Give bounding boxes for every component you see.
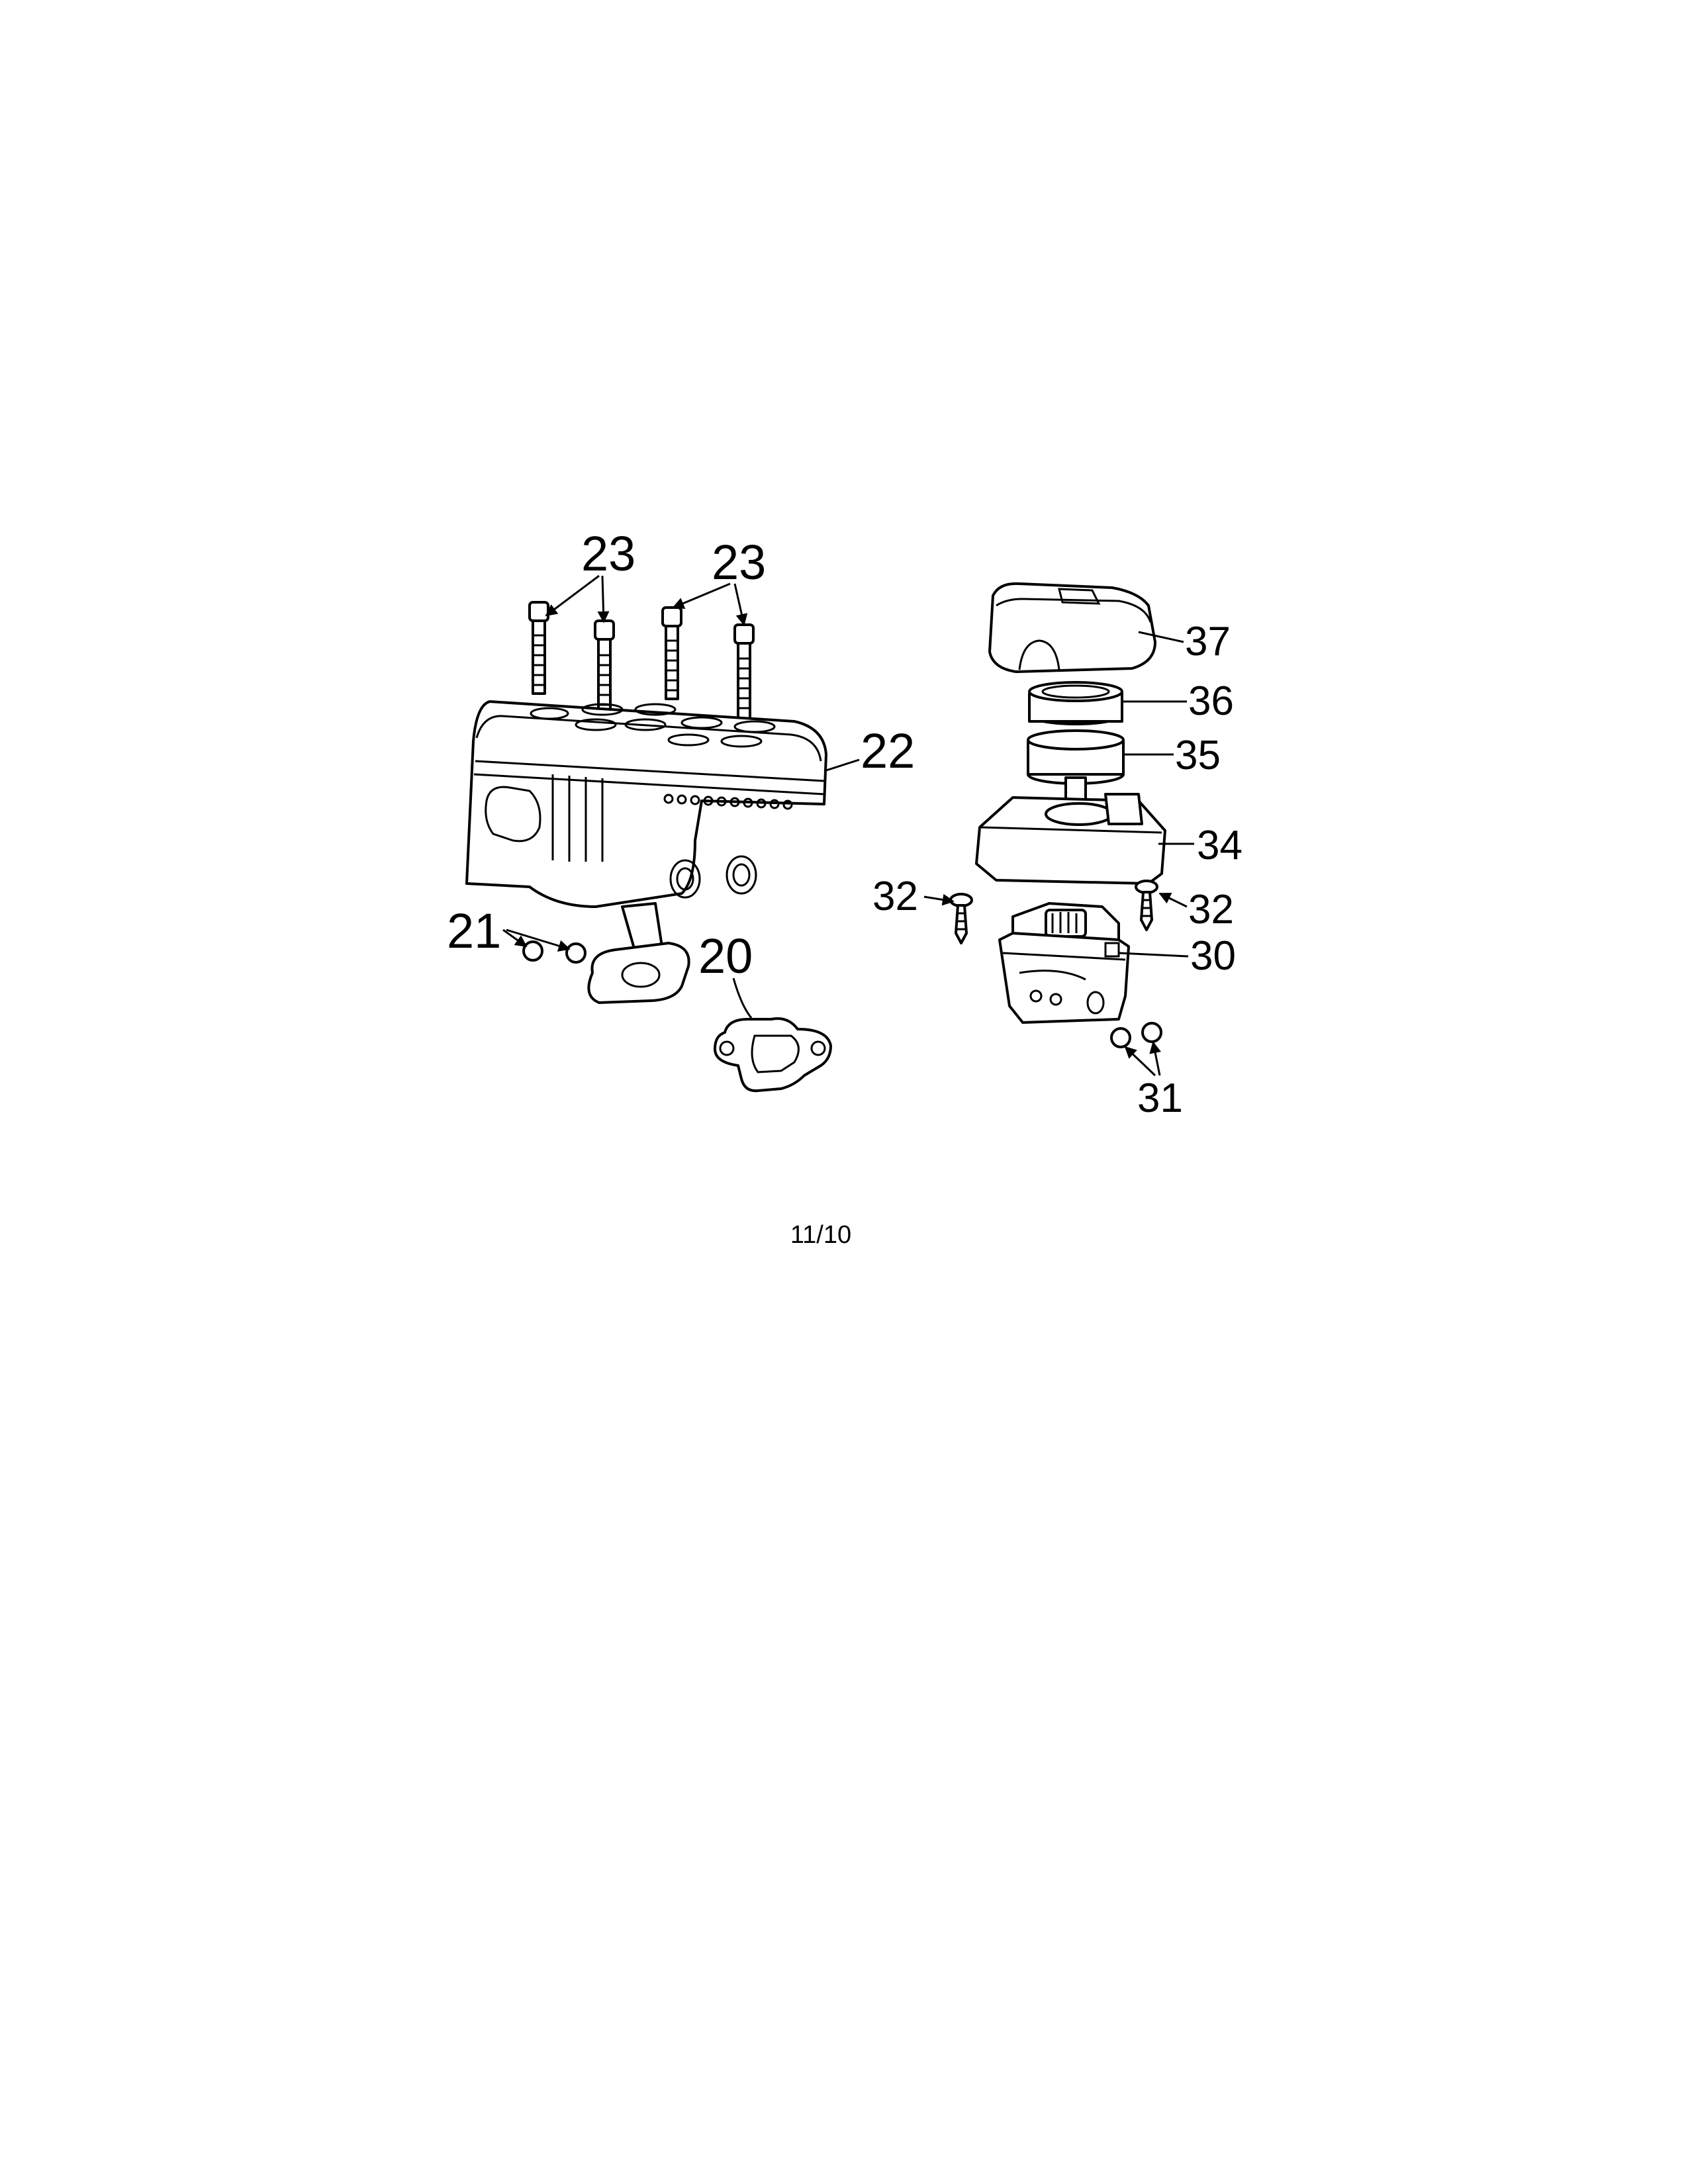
callout-20: 20: [698, 929, 753, 983]
callout-36: 36: [1188, 678, 1234, 724]
filter-housing-30: [998, 902, 1130, 1024]
screw-32-right: [1135, 880, 1158, 931]
nuts-21: [522, 940, 586, 964]
bolt-23-d: [733, 623, 755, 727]
callout-32-left: 32: [872, 874, 918, 919]
gasket-20: [714, 1017, 832, 1093]
callout-34: 34: [1197, 823, 1243, 868]
leader-lines: [502, 574, 1194, 1077]
callout-31: 31: [1137, 1075, 1183, 1121]
page-number: 11/10: [790, 1221, 852, 1249]
bolt-23-b: [594, 619, 615, 723]
nuts-31: [1110, 1022, 1162, 1048]
muffler-guard-22: [465, 700, 827, 1004]
callout-21: 21: [447, 903, 501, 958]
air-filter-cover-37: [988, 582, 1156, 673]
bolt-23-a: [528, 601, 549, 695]
screw-32-left: [949, 893, 973, 944]
callout-32-right: 32: [1188, 887, 1234, 933]
filter-element-35: [1027, 729, 1125, 785]
callout-23-right: 23: [712, 535, 766, 590]
filter-element-36: [1028, 681, 1123, 725]
callout-labels: 23 23 37 36 35 22 34 32 32 21 20 30 31: [447, 526, 1243, 1121]
callout-30: 30: [1190, 933, 1236, 979]
filter-base-34: [975, 776, 1166, 885]
bolt-23-c: [661, 606, 682, 700]
callout-37: 37: [1185, 619, 1231, 664]
callout-35: 35: [1175, 733, 1221, 778]
callout-23-left: 23: [581, 526, 635, 581]
callout-22: 22: [861, 723, 915, 778]
